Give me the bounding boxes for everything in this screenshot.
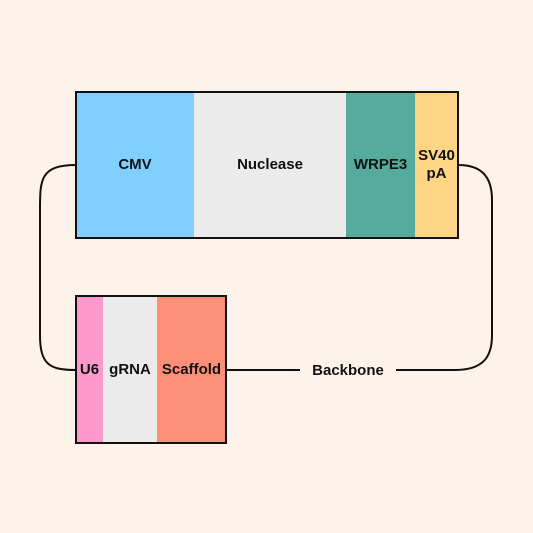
label-nuclease: Nuclease xyxy=(237,156,303,173)
segment-nuclease xyxy=(194,92,346,238)
segment-u6 xyxy=(76,296,103,443)
label-sv40-pa: SV40 pA xyxy=(418,147,455,182)
segment-grna xyxy=(103,296,157,443)
label-grna: gRNA xyxy=(109,360,151,378)
label-wrpe3: WRPE3 xyxy=(353,156,408,173)
label-scaffold: Scaffold xyxy=(161,360,222,378)
segment-wrpe3 xyxy=(346,92,415,238)
segment-sv40pa xyxy=(415,92,458,238)
left-connector-line xyxy=(39,164,77,371)
segment-cmv xyxy=(76,92,194,238)
backbone-line xyxy=(226,164,493,371)
top-cassette-outline xyxy=(75,91,459,239)
backbone-label: Backbone xyxy=(300,360,396,380)
segment-scaffold xyxy=(157,296,226,443)
label-cmv: CMV xyxy=(118,156,152,173)
bottom-cassette-outline xyxy=(75,295,227,444)
label-u6: U6 xyxy=(79,360,100,378)
